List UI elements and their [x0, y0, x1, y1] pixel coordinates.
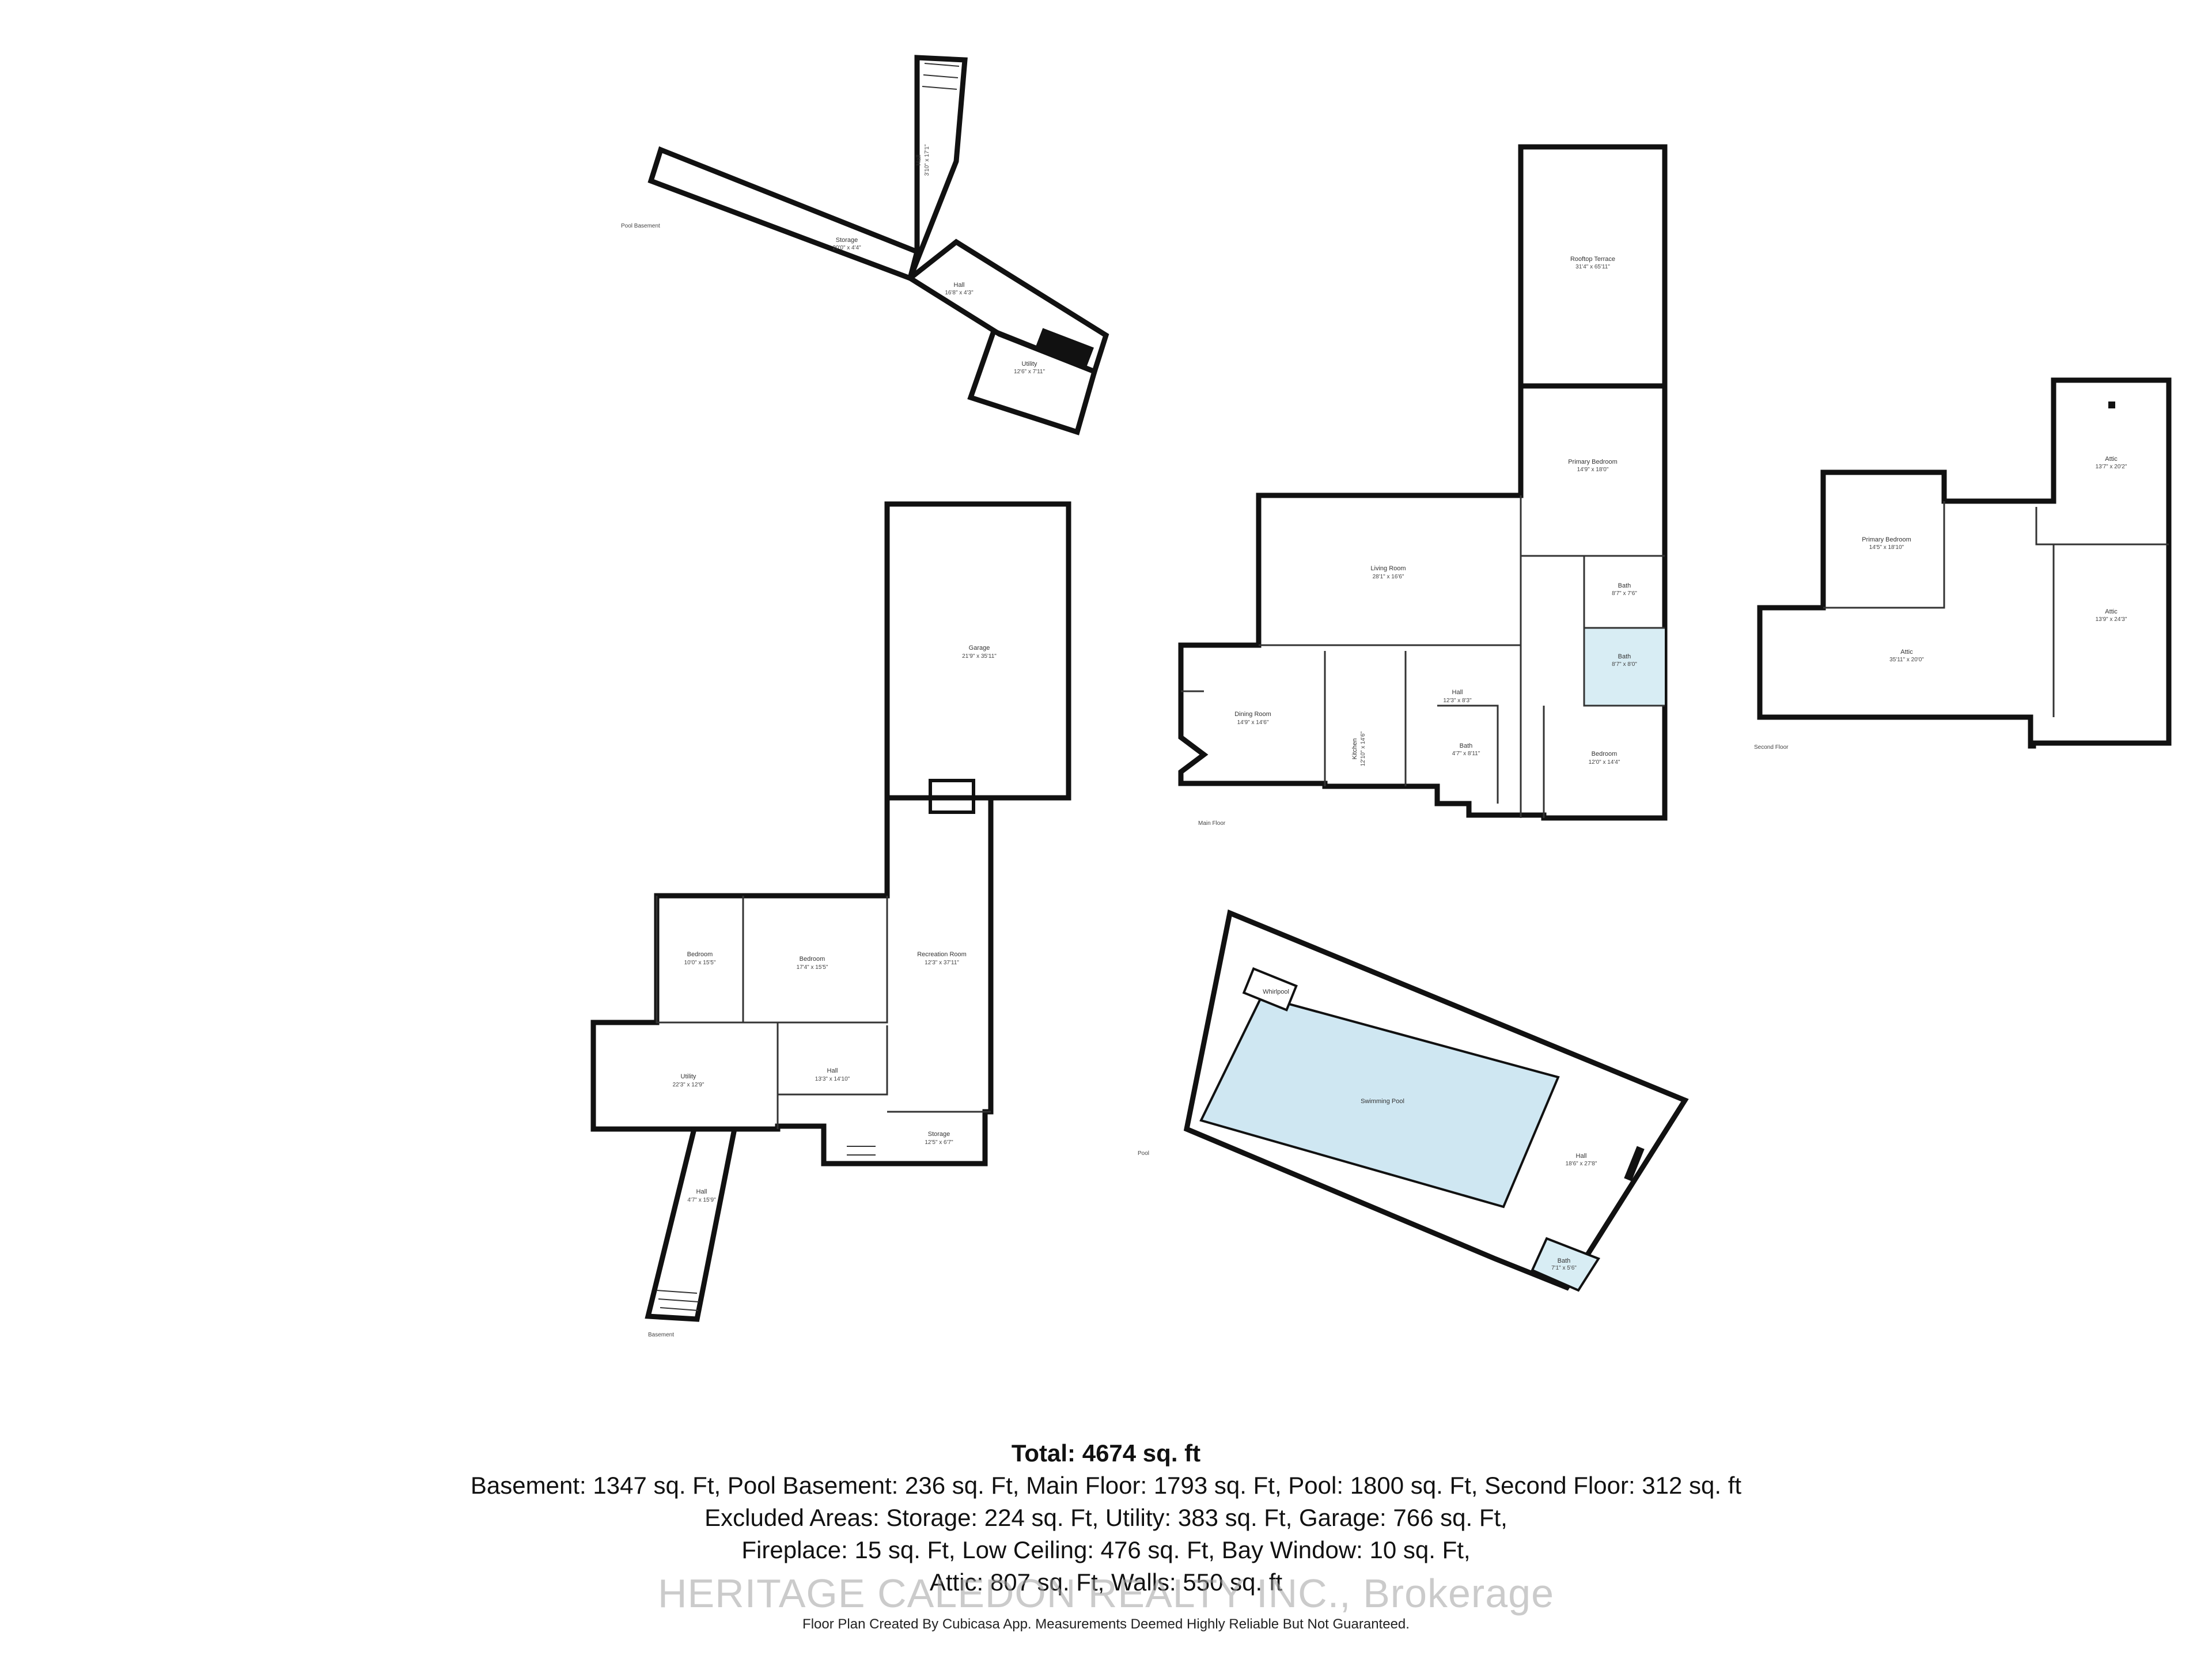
attic1-name: Attic: [2105, 456, 2118, 463]
pool-bath-dim: 7'1" x 5'6": [1551, 1265, 1577, 1271]
basement-outline: [590, 795, 994, 1166]
second-primary-dim: 14'5" x 18'10": [1869, 544, 1904, 551]
pb-upper-hall-dim: 3'10" x 17'1": [924, 144, 930, 176]
bsmt-bedroom2-dim: 17'4" x 15'5": [797, 964, 828, 971]
basement-partition-1: [656, 896, 779, 1129]
main-floor-plan: Main Floor Rooftop Terrace 31'4" x 65'11…: [1178, 144, 1668, 827]
rec-room-dim: 12'3" x 37'11": [925, 960, 959, 966]
pool-basement-stairs: [922, 63, 1094, 369]
kitchen-dim: 12'10" x 14'6": [1360, 731, 1366, 766]
attic3-dim: 13'9" x 24'3": [2096, 616, 2127, 623]
pool-plan: Pool Whirlpool Swimming Pool Hall 18'6" …: [1138, 909, 1689, 1292]
second-partition-2: [2035, 507, 2169, 546]
attic2-dim: 35'11" x 20'0": [1889, 657, 1924, 663]
living-room-dim: 28'1" x 16'6": [1373, 574, 1404, 580]
swimming-pool-name: Swimming Pool: [1361, 1098, 1404, 1105]
basement-hall-wing: [645, 1126, 738, 1322]
attic-vent: [2108, 402, 2115, 408]
second-primary-name: Primary Bedroom: [1862, 536, 1911, 543]
pool-hall-name: Hall: [1576, 1153, 1587, 1160]
pool-wall-block: [1624, 1146, 1645, 1181]
basement-floor-label: Basement: [648, 1332, 674, 1338]
main-bedroom-dim: 12'0" x 14'4": [1589, 759, 1620, 766]
bsmt-bedroom2-name: Bedroom: [800, 956, 825, 963]
pool-basement-storage-wing: [647, 146, 921, 282]
pb-storage-dim: 20'0" x 4'4": [832, 245, 861, 251]
bath1-name: Bath: [1618, 582, 1631, 589]
primary-bedroom-main-name: Primary Bedroom: [1568, 459, 1618, 465]
pool-basement-floor-label: Pool Basement: [621, 223, 660, 229]
main-partition-9: [1437, 704, 1499, 804]
main-bedroom-name: Bedroom: [1592, 751, 1618, 757]
attic1-dim: 13'7" x 20'2": [2096, 464, 2127, 470]
pb-hall-dim: 16'8" x 4'3": [945, 290, 974, 296]
bsmt-hall2-name: Hall: [696, 1188, 707, 1195]
bath2-name: Bath: [1618, 653, 1631, 660]
bath1-dim: 8'7" x 7'6": [1612, 590, 1637, 597]
basement-partition-3: [778, 896, 888, 1024]
pool-outline: [1183, 909, 1689, 1291]
basement-stairs: [656, 1146, 876, 1311]
pool-bath-outline: [1531, 1237, 1600, 1292]
pool-bath-name: Bath: [1558, 1257, 1571, 1264]
rec-room-name: Recreation Room: [917, 951, 967, 958]
pool-basement-upper-hall: [907, 55, 968, 279]
second-floor-outline: [1757, 377, 2172, 749]
pb-utility-dim: 12'6" x 7'11": [1014, 369, 1046, 375]
garage-name: Garage: [969, 645, 990, 652]
main-hall-name: Hall: [1452, 689, 1463, 696]
summary-line-3: Fireplace: 15 sq. Ft, Low Ceiling: 476 s…: [741, 1536, 1471, 1563]
bath2-dim: 8'7" x 8'0": [1612, 661, 1637, 668]
summary-line-2: Excluded Areas: Storage: 224 sq. Ft, Uti…: [704, 1504, 1508, 1531]
pool-floor-label: Pool: [1138, 1150, 1149, 1157]
second-partition-1: [1823, 501, 1945, 609]
bsmt-storage-dim: 12'5" x 6'7": [925, 1139, 953, 1146]
basement-partition-4: [778, 1025, 888, 1096]
whirlpool-name: Whirlpool: [1263, 988, 1289, 995]
pb-storage-name: Storage: [836, 237, 858, 244]
summary-line-4: Attic: 807 sq. Ft, Walls: 550 sq. ft: [929, 1569, 1283, 1596]
bath3-dim: 4'7" x 8'11": [1452, 751, 1480, 757]
area-summary: Total: 4674 sq. ft Basement: 1347 sq. Ft…: [0, 1437, 2212, 1599]
main-floor-label: Main Floor: [1198, 820, 1226, 827]
bsmt-storage-name: Storage: [928, 1131, 950, 1138]
bsmt-bedroom1-name: Bedroom: [687, 951, 713, 958]
bsmt-utility-name: Utility: [681, 1073, 696, 1080]
bsmt-hall-name: Hall: [827, 1067, 838, 1074]
pool-basement-lower-hall: [906, 238, 1109, 375]
kitchen-name: Kitchen: [1351, 738, 1358, 760]
second-floor-plan: Second Floor Primary Bedroom 14'5" x 18'…: [1754, 377, 2172, 751]
total-area: Total: 4674 sq. ft: [1011, 1440, 1201, 1467]
garage-dim: 21'9" x 35'11": [962, 653, 997, 660]
basement-plan: Basement Garage 21'9" x 35'11" Recreatio…: [590, 501, 1071, 1338]
primary-bedroom-main-dim: 14'9" x 18'0": [1577, 467, 1609, 473]
second-floor-label: Second Floor: [1754, 744, 1789, 751]
main-partition-3: [1583, 556, 1665, 707]
summary-line-1: Basement: 1347 sq. Ft, Pool Basement: 23…: [470, 1472, 1742, 1499]
pb-hall-name: Hall: [954, 282, 965, 289]
bath3-name: Bath: [1460, 743, 1473, 749]
brokerage-watermark: HERITAGE CALEDON REALTY INC., Brokerage: [657, 1571, 1555, 1616]
whirlpool-outline: [1242, 967, 1298, 1012]
pool-hall-dim: 18'6" x 27'8": [1566, 1161, 1597, 1167]
swimming-pool-water: [1199, 995, 1560, 1209]
bsmt-hall-dim: 13'3" x 14'10": [815, 1076, 850, 1082]
dining-room-name: Dining Room: [1234, 711, 1271, 718]
bath-tint: [1584, 628, 1665, 706]
attic3-name: Attic: [2105, 608, 2118, 615]
dining-room-dim: 14'9" x 14'6": [1237, 719, 1269, 726]
credit-line: Floor Plan Created By Cubicasa App. Meas…: [802, 1616, 1410, 1632]
pb-utility-name: Utility: [1022, 361, 1037, 368]
bsmt-bedroom1-dim: 10'0" x 15'5": [684, 960, 716, 966]
pool-basement-plan: Pool Basement Storage 20'0" x 4'4" Hall …: [621, 55, 1109, 435]
pb-upper-hall-name: Hall: [915, 155, 922, 166]
rooftop-dim: 31'4" x 65'11": [1575, 264, 1610, 270]
main-hall-dim: 12'3" x 8'3": [1443, 698, 1472, 704]
rooftop-name: Rooftop Terrace: [1570, 256, 1615, 263]
bsmt-hall2-dim: 4'7" x 15'9": [687, 1197, 716, 1203]
attic2-name: Attic: [1900, 649, 1913, 656]
living-room-name: Living Room: [1370, 565, 1406, 572]
bsmt-utility-dim: 22'3" x 12'9": [673, 1082, 704, 1088]
